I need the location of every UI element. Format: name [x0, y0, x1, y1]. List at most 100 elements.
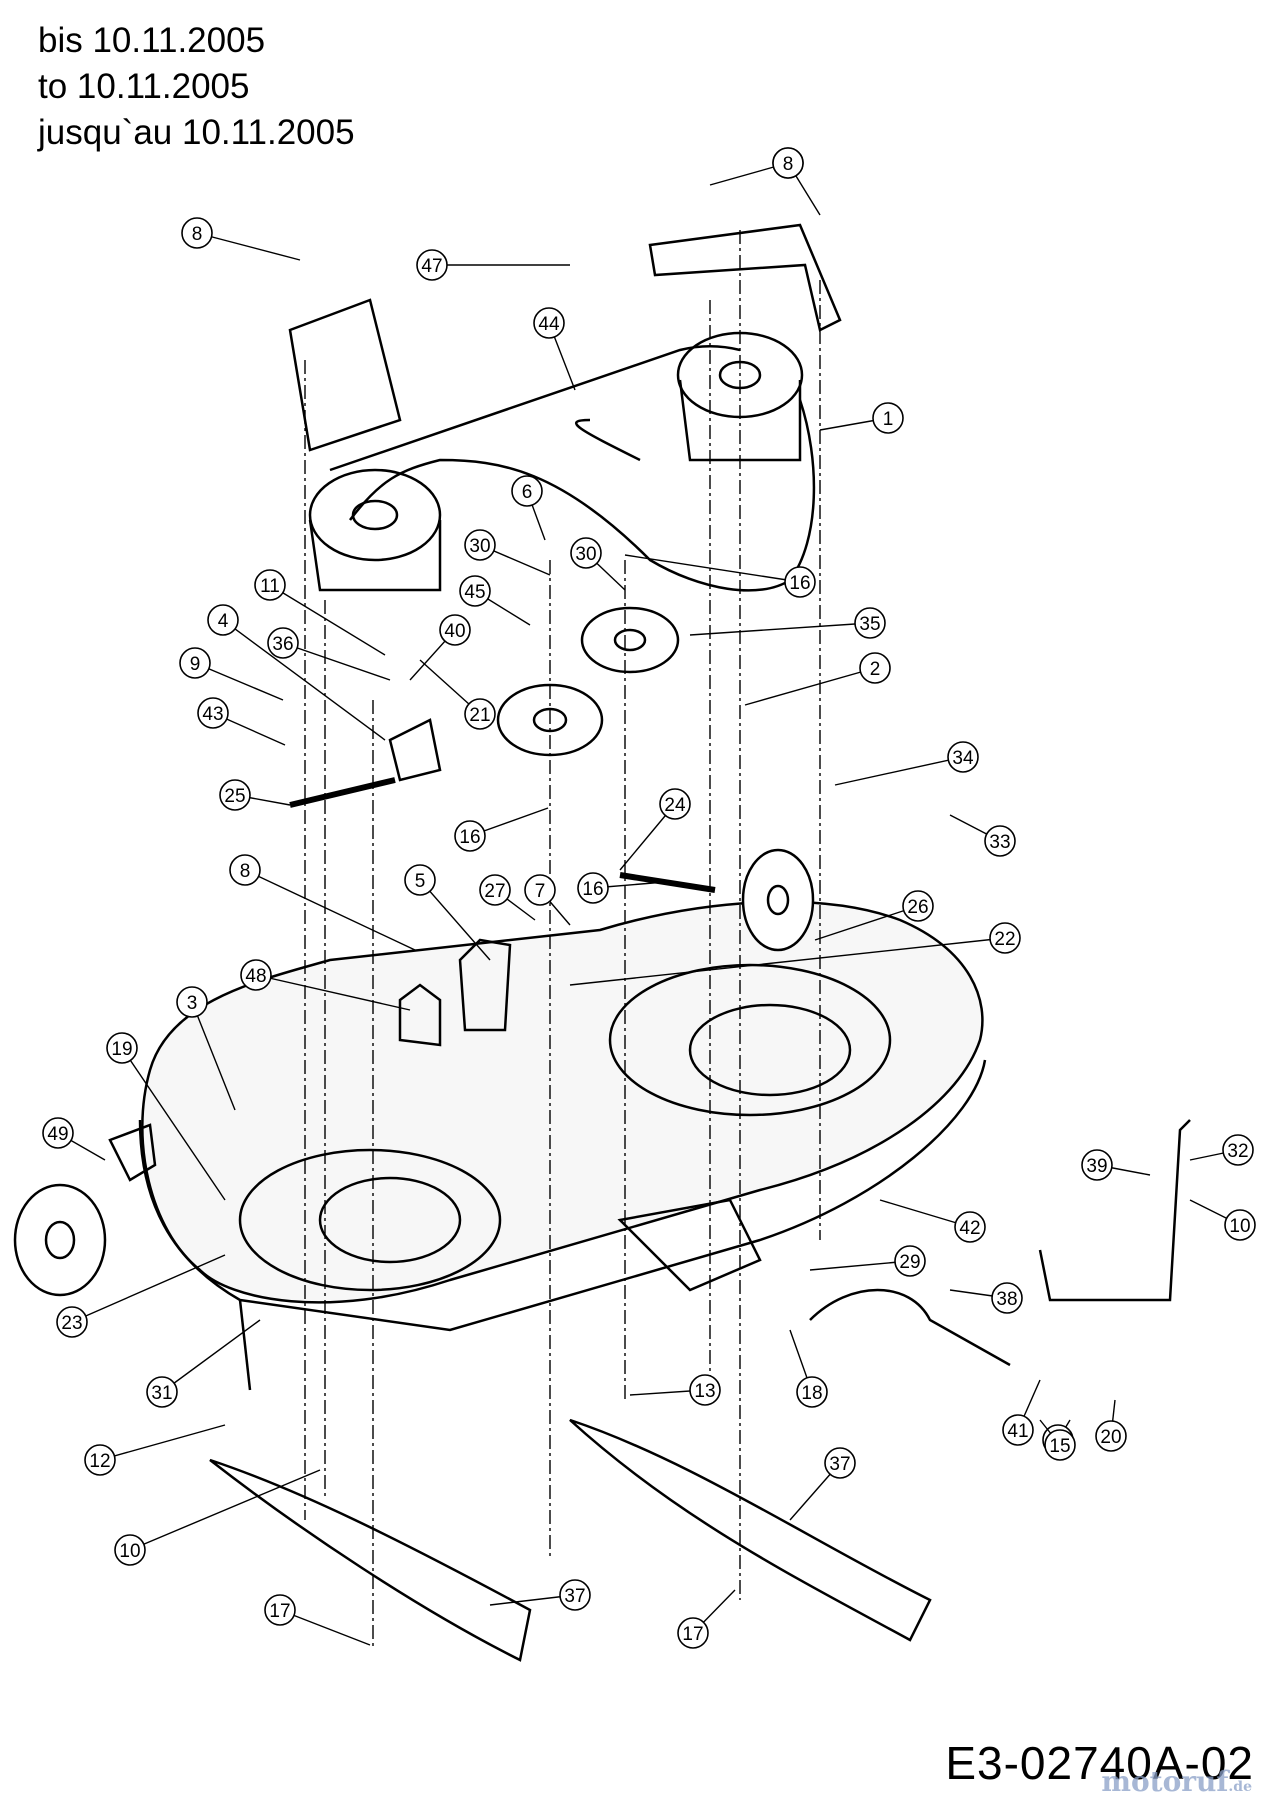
- callout-34: 34: [834, 741, 979, 786]
- callout-36: 36: [267, 627, 391, 681]
- callout-bubble: [577, 872, 609, 904]
- callout-bubble: [659, 788, 691, 820]
- callout-16: 16: [624, 554, 816, 598]
- callout-18: 18: [789, 1329, 828, 1408]
- callout-number: 37: [829, 1454, 850, 1475]
- callout-number: 5: [415, 871, 426, 892]
- callout-bubble: [947, 741, 979, 773]
- callout-number: 16: [582, 879, 603, 900]
- leader-line: [196, 232, 301, 261]
- callout-26: 26: [814, 890, 934, 941]
- callout-bubble: [416, 249, 448, 281]
- callout-number: 47: [421, 256, 442, 277]
- callout-number: 17: [269, 1601, 290, 1622]
- callout-bubble: [533, 307, 565, 339]
- callout-30: 30: [570, 537, 626, 591]
- callout-16: 16: [454, 807, 549, 852]
- callout-number: 34: [952, 748, 974, 769]
- leader-line: [282, 642, 391, 681]
- callout-22: 22: [569, 922, 1021, 986]
- callout-37: 37: [789, 1447, 856, 1521]
- callout-bubble: [954, 1211, 986, 1243]
- callout-bubble: [1002, 1414, 1034, 1446]
- callout-bubble: [404, 864, 436, 896]
- callout-3: 3: [176, 986, 236, 1111]
- leader-line: [624, 554, 801, 583]
- callout-bubble: [179, 647, 211, 679]
- valid-until-en: to 10.11.2005: [38, 67, 250, 106]
- callout-42: 42: [879, 1199, 986, 1243]
- callout-24: 24: [619, 788, 691, 871]
- leader-line: [194, 662, 284, 701]
- callout-number: 25: [224, 786, 245, 807]
- callout-bubble: [197, 697, 229, 729]
- left-gauge-wheel: [13, 1183, 107, 1297]
- callout-bubble: [219, 779, 251, 811]
- callout-33: 33: [949, 814, 1016, 857]
- leader-line: [809, 1260, 911, 1271]
- spring-25: [289, 777, 396, 808]
- callout-7: 7: [524, 874, 571, 926]
- callout-47: 47: [416, 249, 570, 281]
- callout-bubble: [146, 1376, 178, 1408]
- callout-bubble: [902, 890, 934, 922]
- leader-line: [244, 869, 416, 951]
- callout-bubble: [984, 825, 1016, 857]
- callout-bubble: [854, 607, 886, 639]
- assembly-lines: [304, 230, 821, 1650]
- callout-bubble: [784, 566, 816, 598]
- callout-bubble: [1081, 1149, 1113, 1181]
- callout-20: 20: [1095, 1399, 1127, 1452]
- callout-bubble: [254, 569, 286, 601]
- watermark-logo: motoruf.de: [1101, 1765, 1252, 1798]
- callout-number: 29: [899, 1252, 920, 1273]
- callout-49: 49: [42, 1117, 106, 1161]
- callout-35: 35: [689, 607, 886, 639]
- leader-line: [161, 1319, 261, 1393]
- callout-number: 4: [218, 611, 229, 632]
- callout-number: 11: [260, 576, 280, 597]
- callout-bubble: [479, 874, 511, 906]
- callout-number: 45: [464, 582, 485, 603]
- callout-bubble: [240, 959, 272, 991]
- leader-line: [99, 1424, 226, 1461]
- watermark-text: motoruf: [1101, 1765, 1229, 1798]
- callout-number: 23: [61, 1313, 82, 1334]
- callout-bubble: [181, 217, 213, 249]
- callout-12: 12: [84, 1424, 226, 1476]
- callout-number: 49: [47, 1124, 68, 1145]
- leader-line: [269, 584, 386, 656]
- callout-38: 38: [949, 1282, 1023, 1314]
- callout-bubble: [570, 537, 602, 569]
- callout-bubble: [796, 1376, 828, 1408]
- callout-number: 8: [240, 861, 251, 882]
- callout-number: 1: [883, 409, 894, 430]
- callout-32: 32: [1189, 1134, 1254, 1166]
- mower-deck-housing: [141, 900, 984, 1304]
- callout-number: 42: [959, 1218, 980, 1239]
- callout-number: 12: [89, 1451, 110, 1472]
- leader-line: [121, 1047, 226, 1201]
- callout-bubble: [1224, 1209, 1256, 1241]
- callout-bubble: [872, 402, 904, 434]
- callout-15: 15: [1039, 1419, 1076, 1461]
- callout-bubble: [106, 1032, 138, 1064]
- callout-11: 11: [254, 569, 386, 656]
- callout-31: 31: [146, 1319, 261, 1408]
- callout-13: 13: [629, 1374, 721, 1406]
- callout-bubble: [42, 1117, 74, 1149]
- callout-39: 39: [1081, 1149, 1151, 1181]
- callout-number: 17: [682, 1624, 703, 1645]
- bracket-48: [398, 983, 442, 1047]
- callout-number: 31: [151, 1383, 172, 1404]
- callout-number: 2: [870, 659, 881, 680]
- callout-number: 10: [1229, 1216, 1250, 1237]
- deflector-49: [108, 1123, 157, 1182]
- callout-9: 9: [179, 647, 284, 701]
- callout-number: 30: [575, 544, 596, 565]
- callout-bubble: [859, 652, 891, 684]
- callout-bubble: [464, 529, 496, 561]
- callout-number: 13: [694, 1381, 715, 1402]
- callout-25: 25: [219, 779, 291, 811]
- leader-line: [689, 622, 871, 636]
